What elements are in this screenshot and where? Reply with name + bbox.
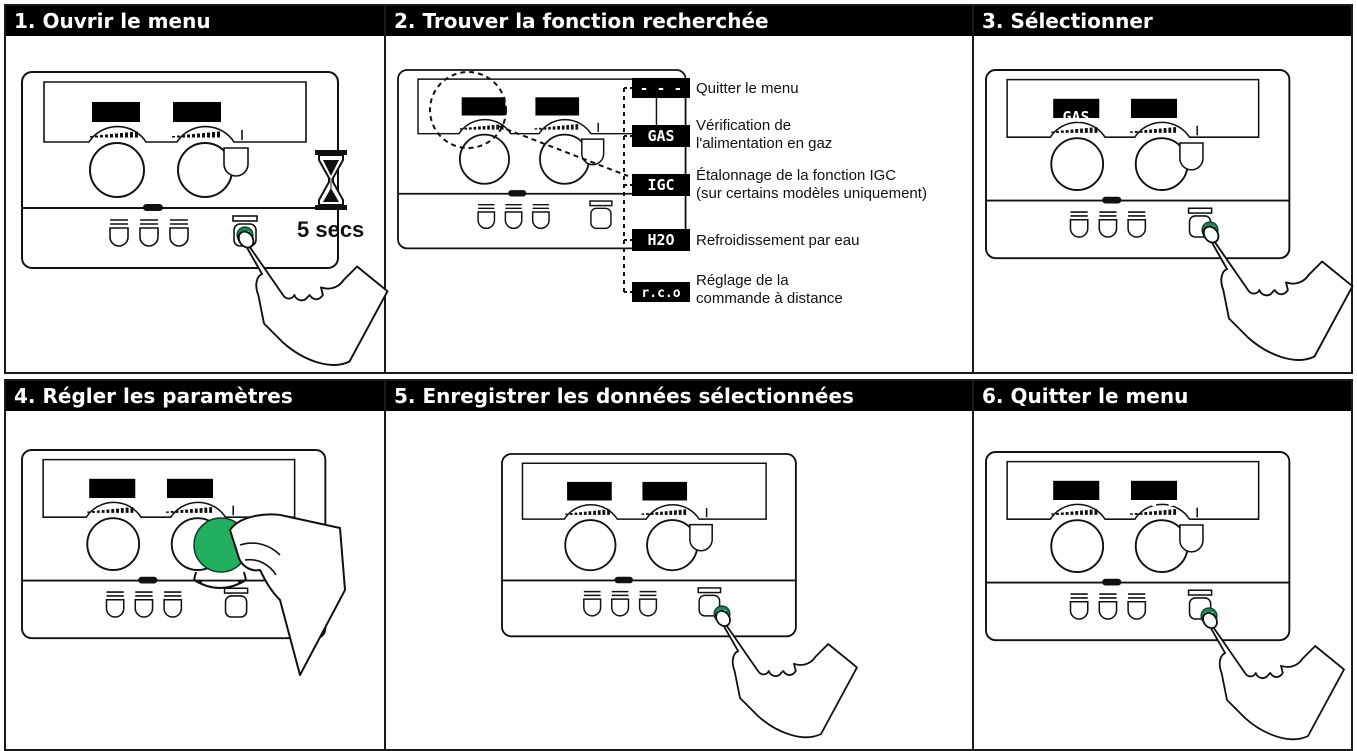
rotate-arrow-icon <box>193 579 247 589</box>
timer-label: 5 secs <box>297 217 364 242</box>
step-title: 1. Ouvrir le menu <box>6 6 384 36</box>
zoom-circle <box>429 71 507 149</box>
option-line1: Étalonnage de la fonction IGC <box>696 167 896 184</box>
option-line1: Quitter le menu <box>696 80 799 97</box>
display-code: GAS <box>1062 108 1089 126</box>
menu-option: - - - Quitter le menu <box>624 78 799 98</box>
machine-panel <box>501 453 797 638</box>
menu-option: r.c.o Réglage de la commande à distance <box>624 272 843 307</box>
menu-option: GAS Vérification de l'alimentation en ga… <box>624 117 832 152</box>
option-line1: Vérification de <box>696 117 791 134</box>
option-line2: commande à distance <box>696 290 843 307</box>
option-line1: Refroidissement par eau <box>696 232 859 249</box>
step-title: 2. Trouver la fonction recherchée <box>386 6 972 36</box>
machine-panel <box>985 69 1291 260</box>
step-title: 3. Sélectionner <box>974 6 1351 36</box>
step-title: 5. Enregistrer les données sélectionnées <box>386 381 972 411</box>
option-code: IGC <box>647 176 674 194</box>
option-line2: (sur certains modèles uniquement) <box>696 185 927 202</box>
menu-option: IGC Étalonnage de la fonction IGC (sur c… <box>624 167 927 202</box>
option-line1: Réglage de la <box>696 272 789 289</box>
step-title: 4. Régler les paramètres <box>6 381 384 411</box>
option-code: r.c.o <box>641 286 680 301</box>
display-code: - - - <box>1133 497 1175 513</box>
option-code: GAS <box>647 127 674 145</box>
machine-panel <box>21 71 339 269</box>
option-line2: l'alimentation en gaz <box>696 135 832 152</box>
step-title: 6. Quitter le menu <box>974 381 1351 411</box>
option-code: H2O <box>647 231 674 249</box>
option-code: - - - <box>640 81 682 97</box>
menu-option: H2O Refroidissement par eau <box>624 229 859 251</box>
machine-panel <box>985 451 1291 642</box>
hand-turning-icon <box>229 513 346 676</box>
menu-option-list: - - - Quitter le menu GAS Vérification d… <box>624 78 927 307</box>
